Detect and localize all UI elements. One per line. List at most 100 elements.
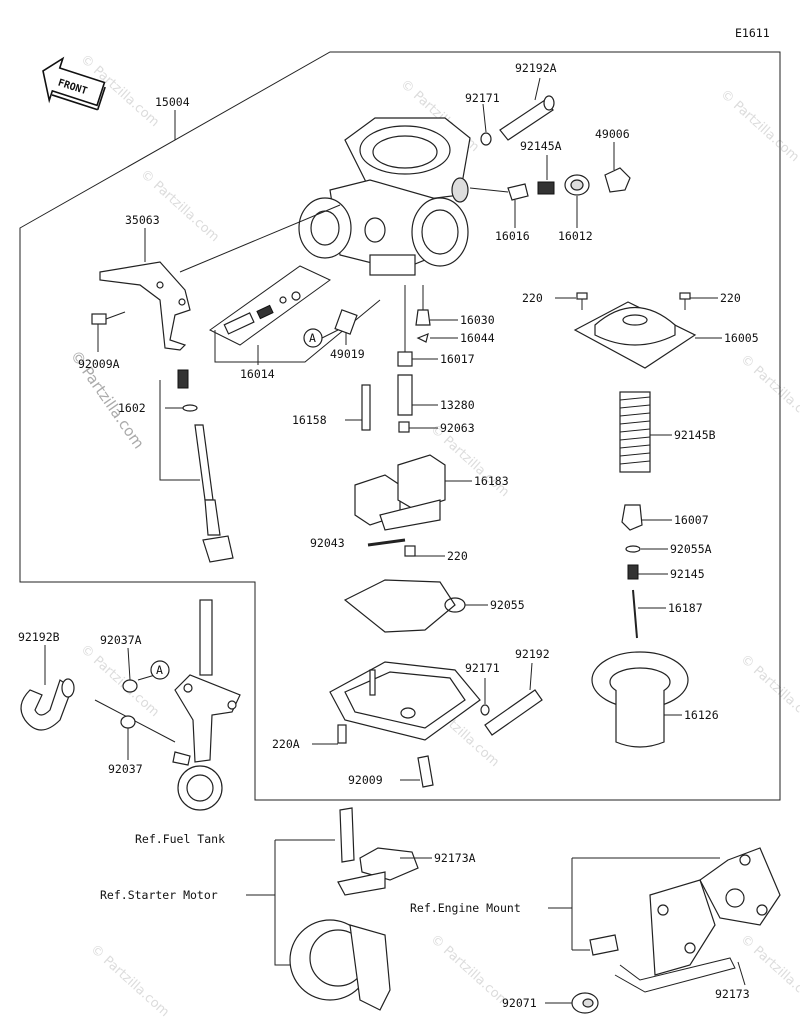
- slide-16126: [591, 651, 689, 748]
- ref-fuel-tank: Ref.Fuel Tank: [135, 832, 225, 846]
- cap-16007: [621, 504, 643, 531]
- callout-16005: 16005: [724, 331, 759, 345]
- callout-92043: 92043: [310, 536, 345, 550]
- callout-92037A: 92037A: [100, 633, 142, 647]
- spring-92145B: [619, 391, 651, 473]
- cable-rod: [194, 424, 214, 501]
- leader-line: [534, 77, 541, 101]
- engine-mount-plate: [649, 847, 781, 976]
- bracket-92173: [614, 957, 736, 993]
- callout-92145A: 92145A: [520, 139, 562, 153]
- bolt: [339, 807, 355, 863]
- watermark-text: © Partzilla.com: [737, 652, 800, 730]
- jet-16017: [397, 351, 413, 367]
- callout-92173A: 92173A: [434, 851, 476, 865]
- pin-92043: [367, 538, 406, 547]
- watermark-text: © Partzilla.com: [427, 932, 512, 1010]
- watermark-text: © Partzilla.com: [137, 167, 222, 245]
- callout-92145B: 92145B: [674, 428, 716, 442]
- clip-16044: [416, 333, 429, 343]
- callout-16158: 16158: [292, 413, 327, 427]
- damper-92071: [571, 992, 599, 1014]
- callout-35063: 35063: [125, 213, 160, 227]
- screw-220: [404, 545, 416, 557]
- valve-49019: [334, 309, 358, 335]
- watermark-text: © Partzilla.com: [87, 942, 172, 1020]
- jet-16030: [415, 309, 431, 326]
- callout-92173: 92173: [715, 987, 750, 1001]
- callout-92192B: 92192B: [18, 630, 60, 644]
- assembly-frame: [19, 51, 781, 801]
- callout-92192: 92192: [515, 647, 550, 661]
- callout-a: A: [309, 331, 316, 345]
- callout-220: 220: [522, 291, 543, 305]
- leader-line: [482, 103, 487, 133]
- callout-92055A: 92055A: [670, 542, 712, 556]
- callout-16044: 16044: [460, 331, 495, 345]
- callout-220A: 220A: [272, 737, 300, 751]
- clamp-92037A: [122, 679, 138, 693]
- callout-16126: 16126: [684, 708, 719, 722]
- leader-line: [469, 187, 509, 193]
- jet-92063: [398, 421, 410, 433]
- callout-220: 220: [720, 291, 741, 305]
- callout-1602: 1602: [118, 401, 146, 415]
- clamp-92171: [480, 704, 490, 716]
- callout-16187: 16187: [668, 601, 703, 615]
- callout-16012: 16012: [558, 229, 593, 243]
- cable-rod: [204, 499, 221, 536]
- ref-starter-motor: Ref.Starter Motor: [100, 888, 218, 902]
- callout-16014: 16014: [240, 367, 275, 381]
- watermark-text: © Partzilla.com: [77, 642, 162, 720]
- callout-92009: 92009: [348, 773, 383, 787]
- leader-line: [179, 204, 341, 273]
- drain-screw-92009: [417, 755, 434, 788]
- callout-13280: 13280: [440, 398, 475, 412]
- hose-92192A: [480, 95, 555, 146]
- leader-line: [137, 674, 156, 681]
- float-bowl: [329, 661, 481, 741]
- washer: [182, 404, 198, 412]
- fuel-valve: [172, 599, 241, 811]
- spring-92145A: [537, 181, 555, 195]
- leader-line: [737, 961, 746, 986]
- callout-92055: 92055: [490, 598, 525, 612]
- bracket-line: [159, 380, 200, 481]
- gasket-92055: [343, 579, 456, 633]
- ref-engine-mount: Ref.Engine Mount: [410, 901, 521, 915]
- callout-92145: 92145: [670, 567, 705, 581]
- starter-housing: [289, 919, 391, 1011]
- leader-line: [127, 647, 131, 681]
- knob: [202, 535, 234, 563]
- needle-16187: [632, 589, 638, 639]
- screw-220A: [337, 724, 347, 744]
- o-ring-92055A: [625, 545, 641, 553]
- callout-49019: 49019: [330, 347, 365, 361]
- ref-marker-a: [303, 328, 323, 348]
- clamp-92037: [120, 715, 136, 729]
- spring-92145: [627, 564, 639, 580]
- hose-92192B: [20, 678, 75, 731]
- cover-16005: [573, 301, 697, 369]
- callout-92071: 92071: [502, 996, 537, 1010]
- carburetor-body: [298, 117, 471, 276]
- callout-16030: 16030: [460, 313, 495, 327]
- callout-a: A: [156, 663, 163, 677]
- callout-15004: 15004: [155, 95, 190, 109]
- bolt: [589, 934, 619, 956]
- plug-16012: [564, 174, 590, 196]
- kit-outline: [209, 265, 331, 346]
- spring-1602: [177, 369, 189, 389]
- callout-16017: 16017: [440, 352, 475, 366]
- screw-92009A: [91, 311, 126, 325]
- callout-92037: 92037: [108, 762, 143, 776]
- callout-92063: 92063: [440, 421, 475, 435]
- callout-92009A: 92009A: [78, 357, 120, 371]
- cap-49006: [604, 167, 631, 193]
- jet-16158: [361, 384, 371, 431]
- hose-92192: [484, 689, 543, 736]
- callout-92192A: 92192A: [515, 61, 557, 75]
- nozzle-13280: [397, 374, 413, 416]
- leader-line: [321, 329, 339, 339]
- bracket-92173A: [337, 847, 419, 896]
